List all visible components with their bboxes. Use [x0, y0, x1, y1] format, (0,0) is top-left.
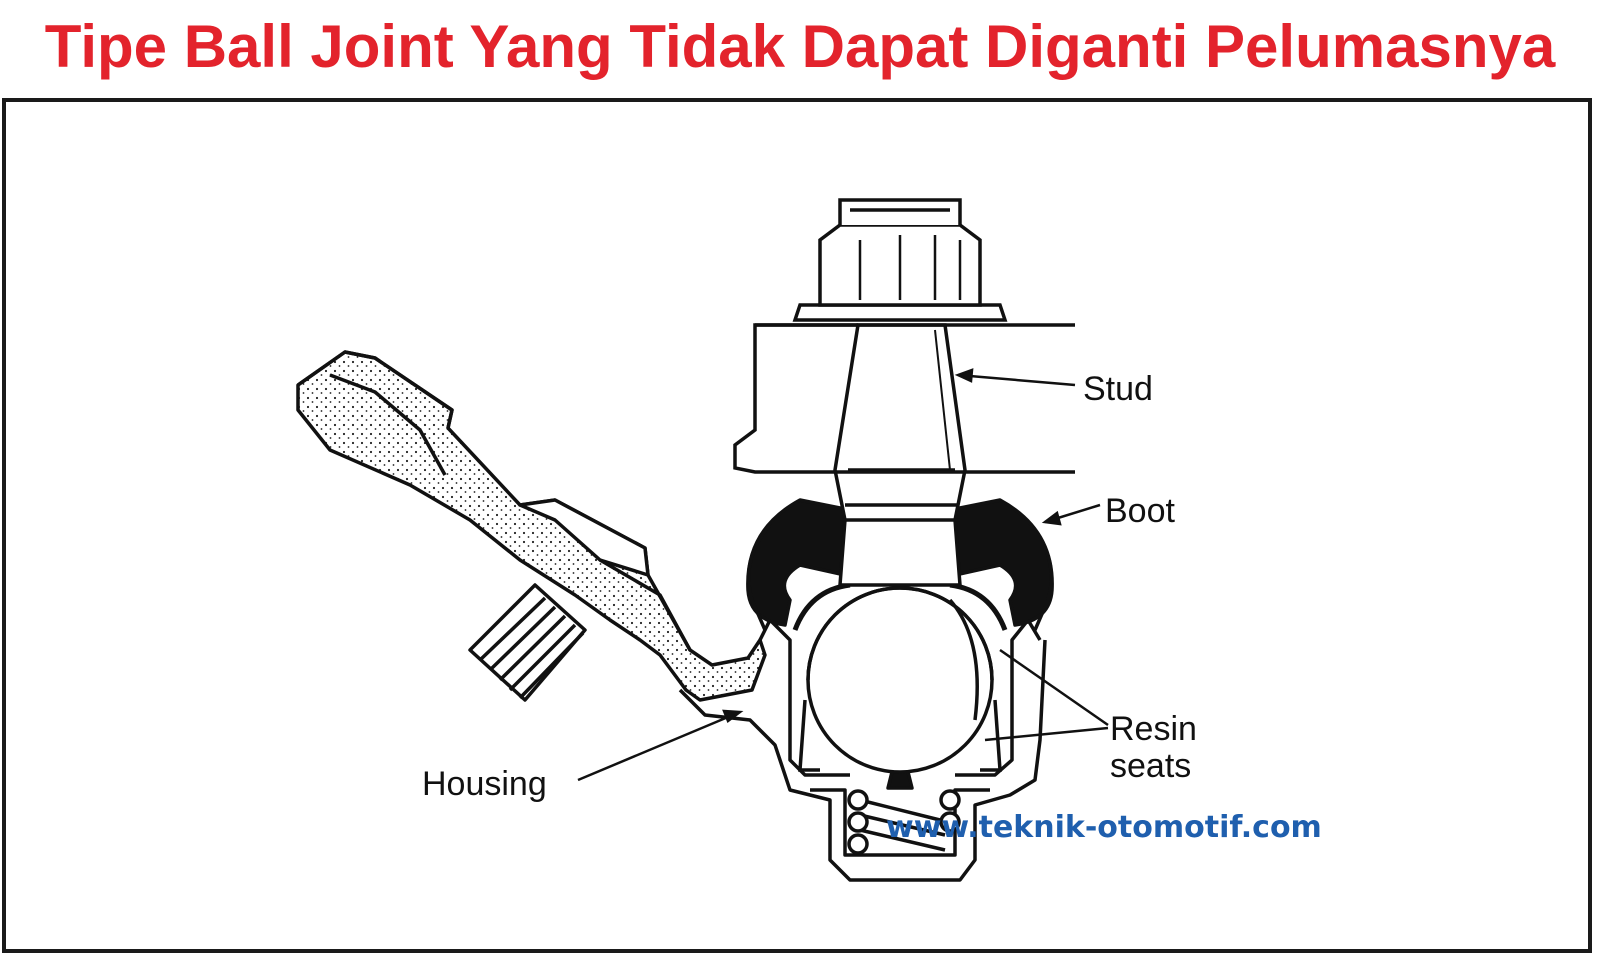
page-title: Tipe Ball Joint Yang Tidak Dapat Diganti… — [44, 13, 1556, 80]
arm-bolt — [468, 583, 587, 702]
label-stud: Stud — [1083, 370, 1153, 408]
boot — [746, 498, 1054, 631]
castle-nut — [792, 198, 1008, 322]
label-housing: Housing — [422, 765, 547, 803]
leader-lines — [577, 368, 1109, 782]
label-boot: Boot — [1105, 492, 1175, 530]
label-resin-line1: Resin — [1110, 710, 1197, 748]
label-resin-line2: seats — [1110, 747, 1191, 785]
stud-shaft — [833, 323, 967, 587]
upper-bracket — [733, 323, 1075, 474]
knuckle-arm — [296, 350, 767, 702]
watermark-url: www.teknik-otomotif.com — [886, 810, 1322, 845]
ball-stud-ball — [792, 582, 1008, 774]
